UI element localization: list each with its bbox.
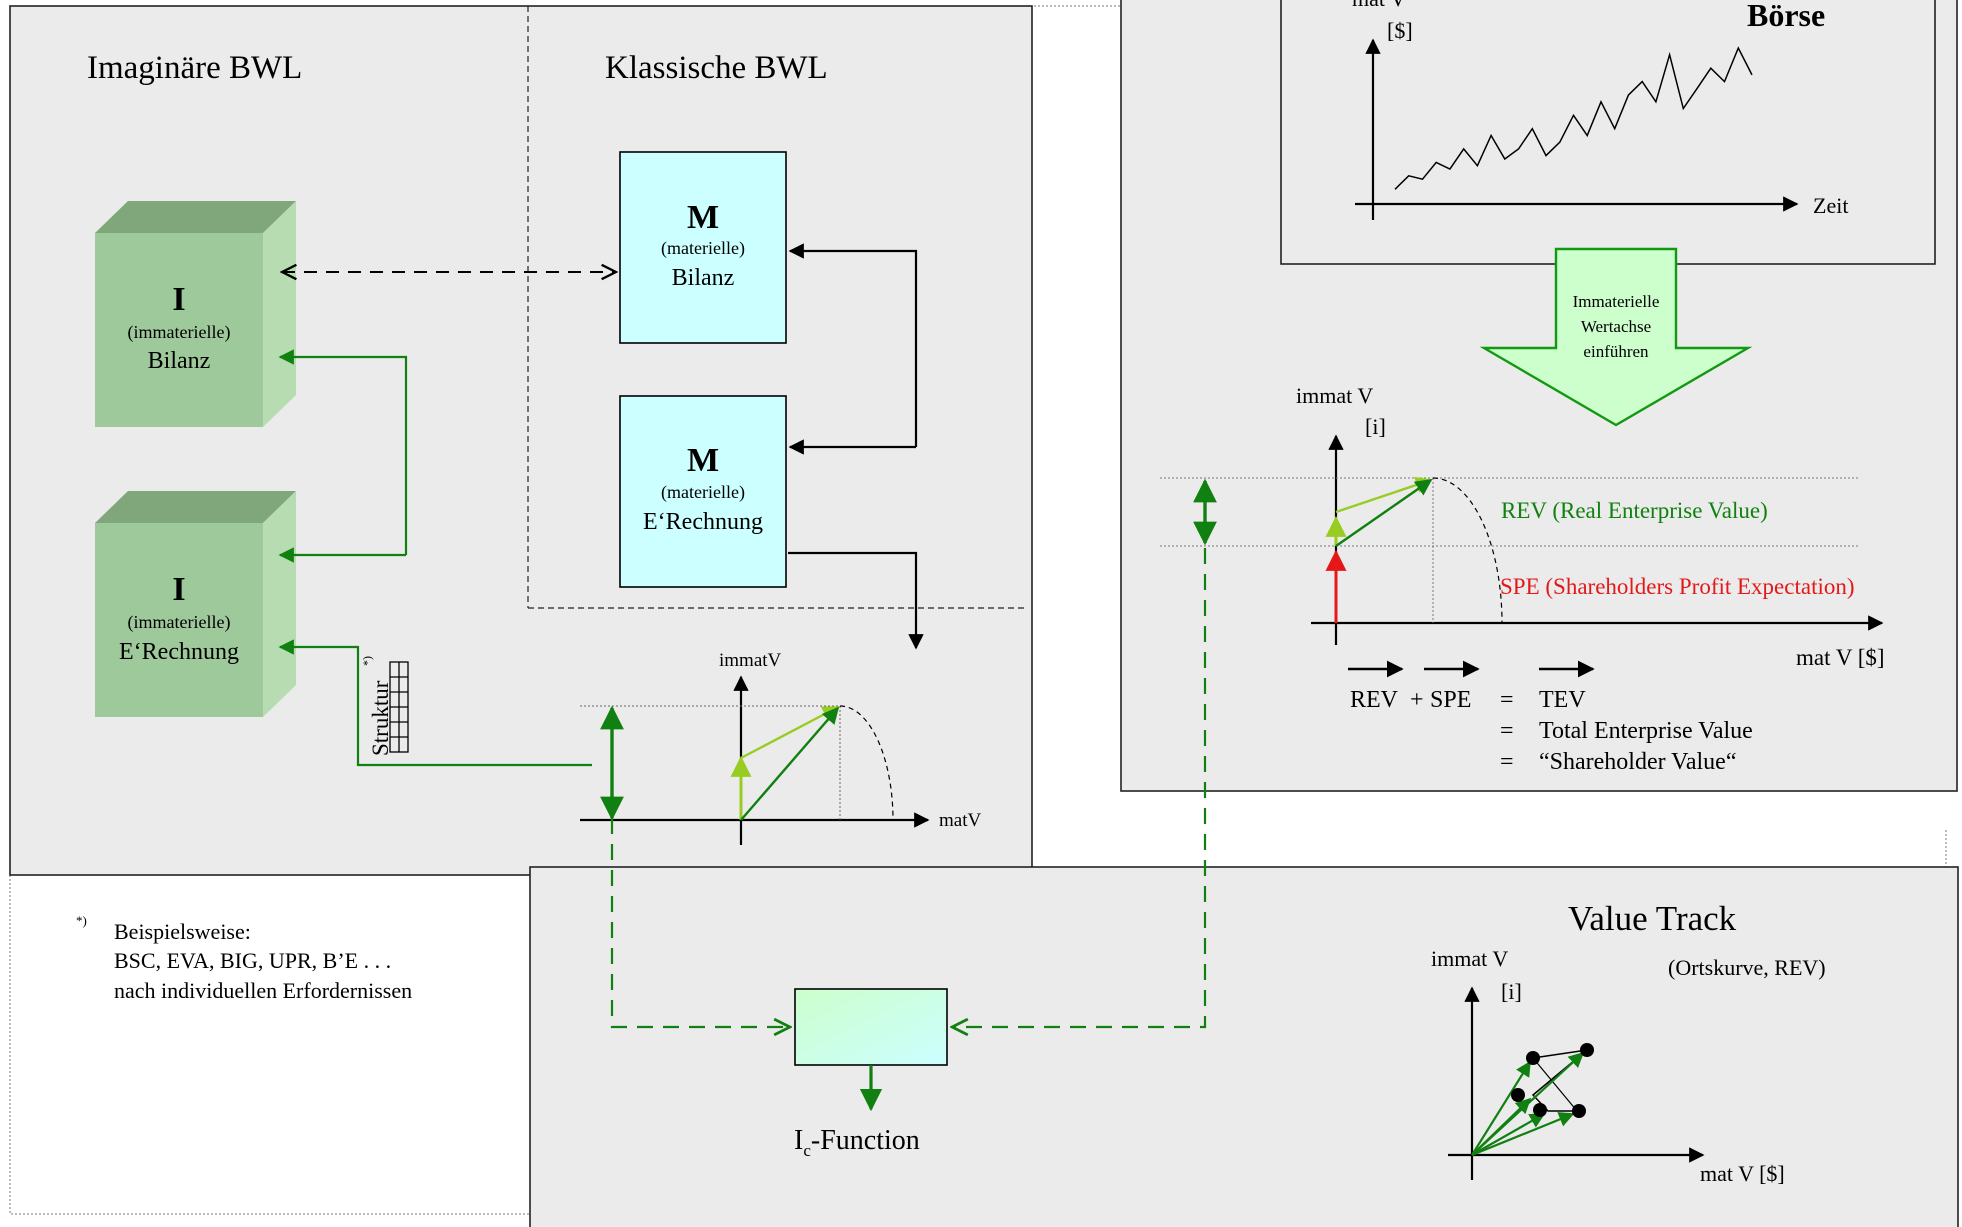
boerse-y-label: mat V bbox=[1352, 0, 1406, 11]
small-chart-x-label: matV bbox=[939, 810, 981, 831]
spe-label: SPE (Shareholders Profit Expectation) bbox=[1500, 574, 1855, 599]
value-track-chart: Value Track (Ortskurve, REV) immat V [i]… bbox=[1431, 899, 1826, 1186]
immaterielle-wertachse-arrow: Immaterielle Wertachse einführen bbox=[1479, 247, 1753, 427]
small-chart-y-label: immatV bbox=[719, 650, 782, 671]
i-bilanz-letter: I bbox=[172, 281, 185, 318]
struktur-green-arrow bbox=[278, 639, 592, 767]
m-bilanz-feedback-arrow bbox=[788, 243, 918, 447]
boerse-price-line bbox=[1394, 46, 1753, 190]
rev-label: REV (Real Enterprise Value) bbox=[1501, 498, 1768, 523]
classic-bwl-title: Klassische BWL bbox=[605, 50, 828, 86]
left-panel bbox=[9, 5, 1033, 876]
tev-equation: REV + SPE = TEV = Total Enterprise Value… bbox=[1348, 660, 1753, 775]
footnote-marker: *) bbox=[76, 913, 87, 928]
value-track-subtitle: (Ortskurve, REV) bbox=[1668, 955, 1826, 980]
value-track-title: Value Track bbox=[1568, 899, 1737, 938]
rev-spe-chart: immat V [i] mat V [$] REV (Real Enterpri… bbox=[1160, 383, 1885, 670]
i-bilanz-green-arrow bbox=[278, 349, 408, 555]
eq-spe: SPE bbox=[1430, 687, 1471, 713]
m-erechnung-name: E‘Rechnung bbox=[643, 509, 763, 535]
value-track-y-unit: [i] bbox=[1501, 979, 1522, 1004]
m-erechnung-sub: (materielle) bbox=[661, 482, 745, 503]
eq-equals-1: = bbox=[1500, 687, 1514, 713]
big-arrow-line3: einführen bbox=[1583, 342, 1649, 361]
big-arrow-line1: Immaterielle bbox=[1573, 292, 1660, 311]
struktur-grid bbox=[389, 661, 409, 753]
right-to-ic-dashed-arrow bbox=[952, 548, 1207, 1027]
rev-chart-x-label: mat V [$] bbox=[1796, 645, 1885, 670]
ic-function-box bbox=[794, 988, 948, 1066]
struktur-label: Struktur bbox=[368, 680, 393, 756]
eq-rev: REV bbox=[1350, 687, 1399, 713]
m-erechnung-box: M (materielle) E‘Rechnung bbox=[619, 395, 787, 588]
m-erechnung-letter: M bbox=[687, 442, 719, 479]
small-vector-chart: immatV matV bbox=[580, 650, 981, 845]
m-bilanz-box: M (materielle) Bilanz bbox=[619, 151, 787, 344]
boerse-box bbox=[1280, 0, 1936, 265]
ic-main: I bbox=[794, 1125, 803, 1156]
i-erechnung-sub: (immaterielle) bbox=[128, 612, 231, 633]
struktur-superscript: *) bbox=[360, 656, 374, 666]
ic-rest: -Function bbox=[811, 1125, 920, 1156]
left-to-ic-dashed-arrow bbox=[610, 818, 790, 1027]
footnote-line3: nach individuellen Erfordernissen bbox=[114, 978, 412, 1003]
eq-shareholder: “Shareholder Value“ bbox=[1539, 749, 1736, 775]
boerse-y-unit: [$] bbox=[1387, 18, 1413, 43]
boerse-x-label: Zeit bbox=[1813, 193, 1848, 218]
i-bilanz-name: Bilanz bbox=[148, 348, 211, 374]
ic-function-label: Ic-Function bbox=[794, 1125, 920, 1160]
footnote-line2: BSC, EVA, BIG, UPR, B’E . . . bbox=[114, 948, 391, 973]
rev-chart-y-unit: [i] bbox=[1365, 414, 1386, 439]
eq-plus: + bbox=[1410, 687, 1424, 713]
eq-equals-3: = bbox=[1500, 749, 1514, 775]
i-erechnung-box: I (immaterielle) E‘Rechnung bbox=[95, 491, 296, 717]
outer-dotted-frame bbox=[9, 5, 1947, 1215]
footnote: *) Beispielsweise: BSC, EVA, BIG, UPR, B… bbox=[76, 913, 412, 1003]
i-bilanz-sub: (immaterielle) bbox=[128, 322, 231, 343]
boerse-title: Börse bbox=[1747, 0, 1825, 33]
m-erechnung-output-arrow bbox=[788, 551, 924, 650]
eq-total: Total Enterprise Value bbox=[1539, 718, 1753, 744]
big-arrow-line2: Wertachse bbox=[1581, 317, 1651, 336]
value-track-panel bbox=[529, 866, 1959, 1227]
imaginary-bwl-title: Imaginäre BWL bbox=[87, 50, 302, 86]
i-erechnung-name: E‘Rechnung bbox=[119, 639, 239, 665]
m-bilanz-sub: (materielle) bbox=[661, 238, 745, 259]
footnote-line1: Beispielsweise: bbox=[114, 919, 251, 944]
i-erechnung-letter: I bbox=[172, 571, 185, 608]
eq-tev: TEV bbox=[1539, 687, 1586, 713]
value-track-y-label: immat V bbox=[1431, 946, 1508, 971]
m-bilanz-name: Bilanz bbox=[672, 265, 735, 291]
m-bilanz-letter: M bbox=[687, 199, 719, 236]
value-track-x-label: mat V [$] bbox=[1700, 1161, 1785, 1186]
ic-sub: c bbox=[803, 1141, 811, 1160]
rev-chart-y-label: immat V bbox=[1296, 383, 1373, 408]
i-bilanz-box: I (immaterielle) Bilanz bbox=[95, 201, 296, 427]
eq-equals-2: = bbox=[1500, 718, 1514, 744]
